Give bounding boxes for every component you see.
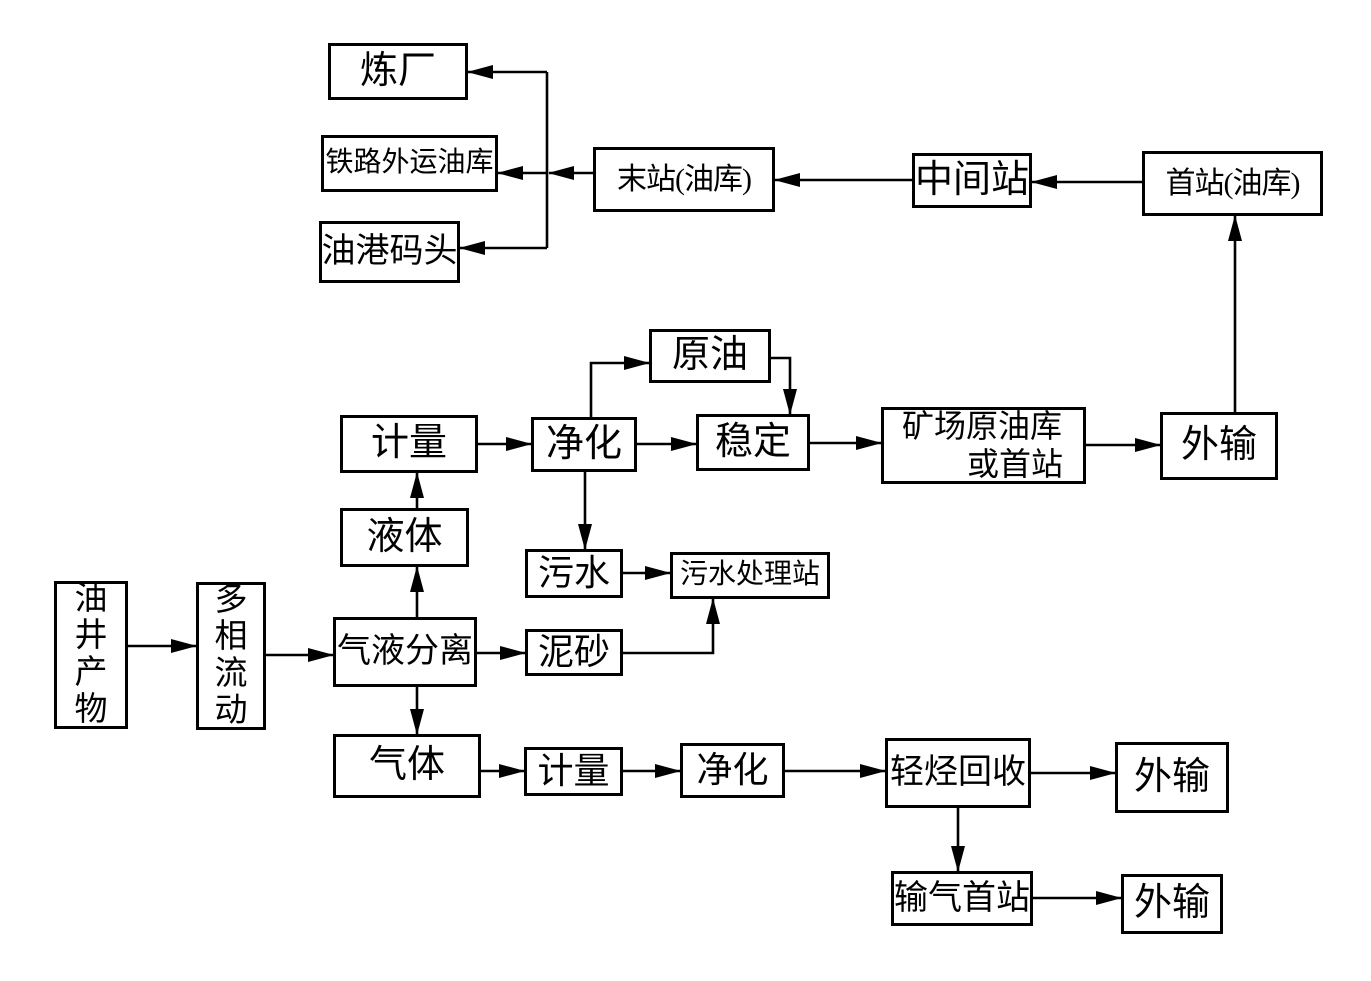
node-label: 原油 (671, 334, 748, 377)
node-meter-gas: 计量 (524, 747, 623, 796)
node-refinery: 炼厂 (328, 43, 468, 100)
node-label: 液体 (366, 515, 443, 558)
node-export-gas-2: 外输 (1121, 874, 1223, 934)
node-label: 计量 (537, 750, 610, 791)
node-end-station: 末站(油库) (593, 147, 775, 212)
node-port-wharf: 油港码头 (319, 221, 460, 283)
node-light-hydrocarbon-recovery: 轻烃回收 (885, 738, 1031, 808)
node-label: 污水 (537, 552, 610, 593)
node-label: 末站(油库) (617, 163, 752, 196)
node-label: 外输 (1133, 882, 1210, 925)
node-label-line2: 或首站 (966, 445, 1063, 482)
node-label: 多相流动 (214, 582, 248, 729)
node-first-station: 首站(油库) (1142, 151, 1323, 216)
node-field-depot: 矿场原油库 或首站 (881, 407, 1086, 484)
node-purify-gas: 净化 (680, 743, 785, 798)
node-label: 轻烃回收 (890, 754, 1026, 792)
node-sewage-plant: 污水处理站 (670, 552, 830, 599)
node-label: 气液分离 (337, 633, 473, 671)
flow-arrow (623, 598, 720, 655)
node-label: 中间站 (915, 158, 1030, 201)
flow-arrow (771, 356, 797, 415)
node-label: 净化 (545, 422, 622, 465)
node-stabilize: 稳定 (696, 414, 810, 471)
node-label: 铁路外运油库 (325, 147, 494, 179)
node-mud-sand: 泥砂 (525, 629, 623, 676)
node-label-line1: 矿场原油库 (902, 407, 1063, 444)
node-export-gas-1: 外输 (1115, 742, 1229, 813)
node-liquid: 液体 (340, 508, 469, 567)
node-rail-depot: 铁路外运油库 (321, 135, 498, 192)
node-label: 首站(油库) (1165, 167, 1301, 200)
node-gas-liquid-separator: 气液分离 (333, 617, 477, 687)
node-gas-first-station: 输气首站 (891, 871, 1033, 926)
node-label: 油港码头 (321, 233, 458, 271)
node-label: 外输 (1133, 755, 1210, 798)
node-sewage: 污水 (525, 549, 623, 598)
node-mid-station: 中间站 (912, 153, 1032, 208)
node-label: 计量 (370, 422, 447, 465)
node-label: 气体 (368, 744, 445, 787)
node-label: 油井产物 (74, 581, 108, 728)
node-crude-oil: 原油 (649, 329, 771, 383)
node-label: 净化 (696, 749, 769, 790)
node-label: 稳定 (714, 420, 791, 463)
node-gas: 气体 (333, 734, 481, 798)
node-label: 污水处理站 (679, 559, 820, 591)
node-purify-oil: 净化 (531, 417, 637, 472)
node-multiphase-flow: 多相流动 (196, 582, 266, 730)
node-export-oil: 外输 (1160, 412, 1278, 480)
node-label: 外输 (1180, 424, 1257, 467)
node-label: 炼厂 (359, 49, 436, 92)
node-well-products: 油井产物 (54, 581, 128, 729)
node-meter-oil: 计量 (340, 415, 478, 473)
flow-arrow (589, 356, 650, 417)
node-label: 泥砂 (537, 631, 610, 672)
node-label: 输气首站 (894, 879, 1030, 917)
